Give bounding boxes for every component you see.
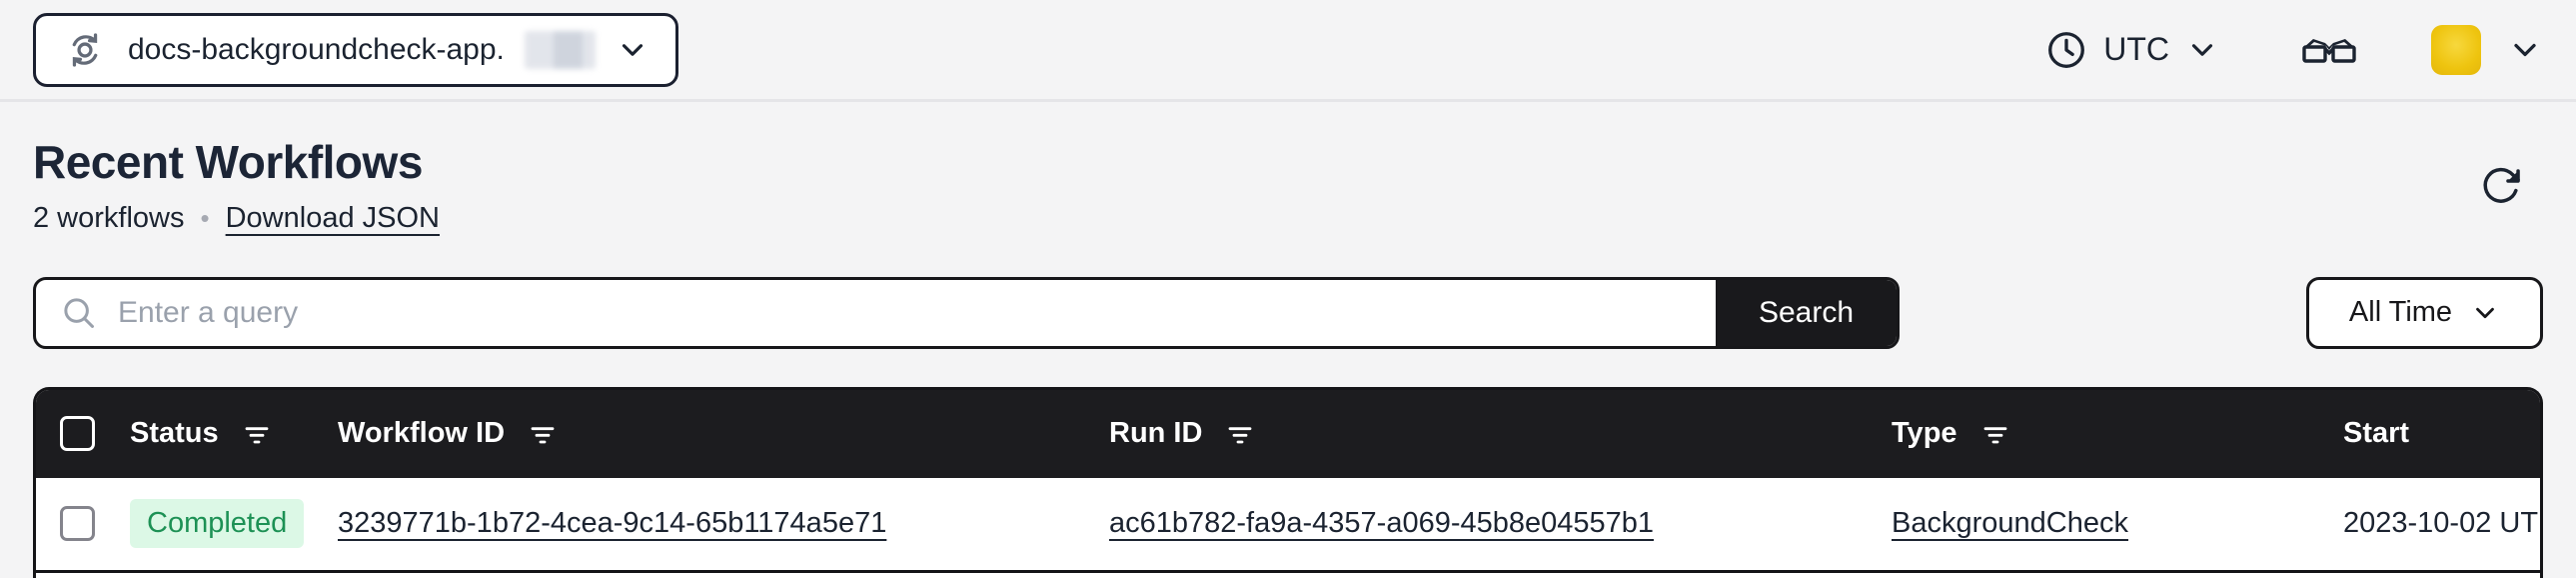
dot-separator: • xyxy=(200,203,210,234)
namespace-redacted-blur xyxy=(524,30,596,69)
time-range-label: All Time xyxy=(2348,296,2453,329)
column-header-workflow-id: Workflow ID xyxy=(338,417,1109,450)
workflow-type-link[interactable]: BackgroundCheck xyxy=(1892,507,2128,540)
column-header-run-id: Run ID xyxy=(1109,417,1892,450)
select-all-checkbox[interactable] xyxy=(60,416,95,452)
column-label: Status xyxy=(130,417,219,450)
namespace-switcher-icon xyxy=(62,27,108,73)
query-input[interactable] xyxy=(98,279,1716,346)
row-checkbox[interactable] xyxy=(60,506,95,542)
query-box: Search xyxy=(33,276,1900,349)
row-checkbox-cell xyxy=(36,506,130,542)
column-label: Type xyxy=(1892,417,1957,450)
filter-icon[interactable] xyxy=(527,418,559,450)
subtitle-row: 2 workflows • Download JSON xyxy=(33,201,2543,237)
top-bar: docs-backgroundcheck-app. UTC xyxy=(0,0,2576,102)
download-json-link[interactable]: Download JSON xyxy=(225,202,440,235)
clock-icon xyxy=(2045,29,2087,71)
status-badge: Completed xyxy=(130,499,305,549)
refresh-button[interactable] xyxy=(2479,164,2523,208)
chevron-down-icon xyxy=(616,33,649,67)
page-title: Recent Workflows xyxy=(33,136,423,188)
column-label: Workflow ID xyxy=(338,417,506,450)
run-id-link[interactable]: ac61b782-fa9a-4357-a069-45b8e04557b1 xyxy=(1109,507,1655,540)
filter-icon[interactable] xyxy=(1979,418,2011,450)
workflow-count: 2 workflows xyxy=(33,202,185,235)
refresh-icon xyxy=(2479,164,2523,208)
heading-section: Recent Workflows 2 workflows • Download … xyxy=(33,102,2543,237)
search-button[interactable]: Search xyxy=(1716,279,1897,346)
status-cell: Completed xyxy=(130,499,338,549)
chevron-down-icon xyxy=(2185,33,2219,67)
column-label: Start xyxy=(2343,417,2410,450)
search-icon xyxy=(36,280,98,346)
next-row-stub xyxy=(36,572,2540,578)
glasses-icon xyxy=(2299,34,2359,66)
header-checkbox-cell xyxy=(36,416,130,452)
filter-icon[interactable] xyxy=(241,418,273,450)
user-menu[interactable] xyxy=(2431,24,2543,75)
workflows-table: Status Workflow ID Run ID xyxy=(33,386,2543,578)
topbar-right-group: UTC xyxy=(2045,24,2543,75)
table-row[interactable]: Completed 3239771b-1b72-4cea-9c14-65b117… xyxy=(36,477,2540,573)
search-section: Search All Time xyxy=(33,276,2543,349)
avatar xyxy=(2431,24,2481,75)
timezone-label: UTC xyxy=(2103,31,2169,67)
labs-mode-toggle[interactable] xyxy=(2299,34,2359,66)
timezone-selector[interactable]: UTC xyxy=(2045,29,2219,71)
filter-icon[interactable] xyxy=(1224,418,1256,450)
table-header-row: Status Workflow ID Run ID xyxy=(36,389,2540,478)
namespace-label: docs-backgroundcheck-app. xyxy=(128,32,505,66)
namespace-selector[interactable]: docs-backgroundcheck-app. xyxy=(33,12,678,87)
time-range-filter[interactable]: All Time xyxy=(2306,276,2543,349)
column-header-status: Status xyxy=(130,417,338,450)
chevron-down-icon xyxy=(2470,298,2500,328)
main-content: Recent Workflows 2 workflows • Download … xyxy=(0,102,2576,578)
column-header-type: Type xyxy=(1892,417,2343,450)
start-time-cell: 2023-10-02 UT xyxy=(2343,507,2539,540)
column-header-start: Start xyxy=(2343,417,2540,450)
chevron-down-icon xyxy=(2507,32,2543,68)
column-label: Run ID xyxy=(1109,417,1203,450)
workflow-id-link[interactable]: 3239771b-1b72-4cea-9c14-65b1174a5e71 xyxy=(338,507,887,540)
